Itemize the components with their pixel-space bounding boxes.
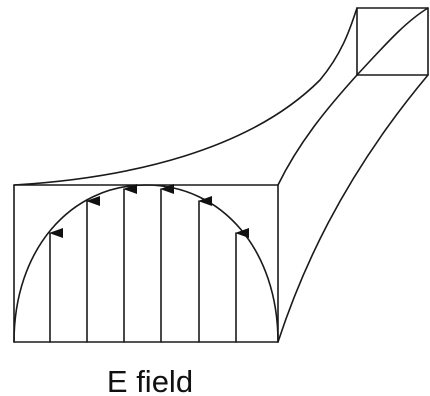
far-end-aperture <box>356 7 429 76</box>
horn-bottom-wall <box>277 74 429 343</box>
e-field-caption: E field <box>107 364 193 396</box>
horn-right-wall <box>277 74 358 186</box>
horn-top-wall <box>13 7 358 186</box>
horn-aperture <box>13 184 279 343</box>
field-arrows <box>49 184 249 343</box>
field-distribution-curve <box>13 184 279 343</box>
horn-top-right-wall <box>356 7 429 76</box>
